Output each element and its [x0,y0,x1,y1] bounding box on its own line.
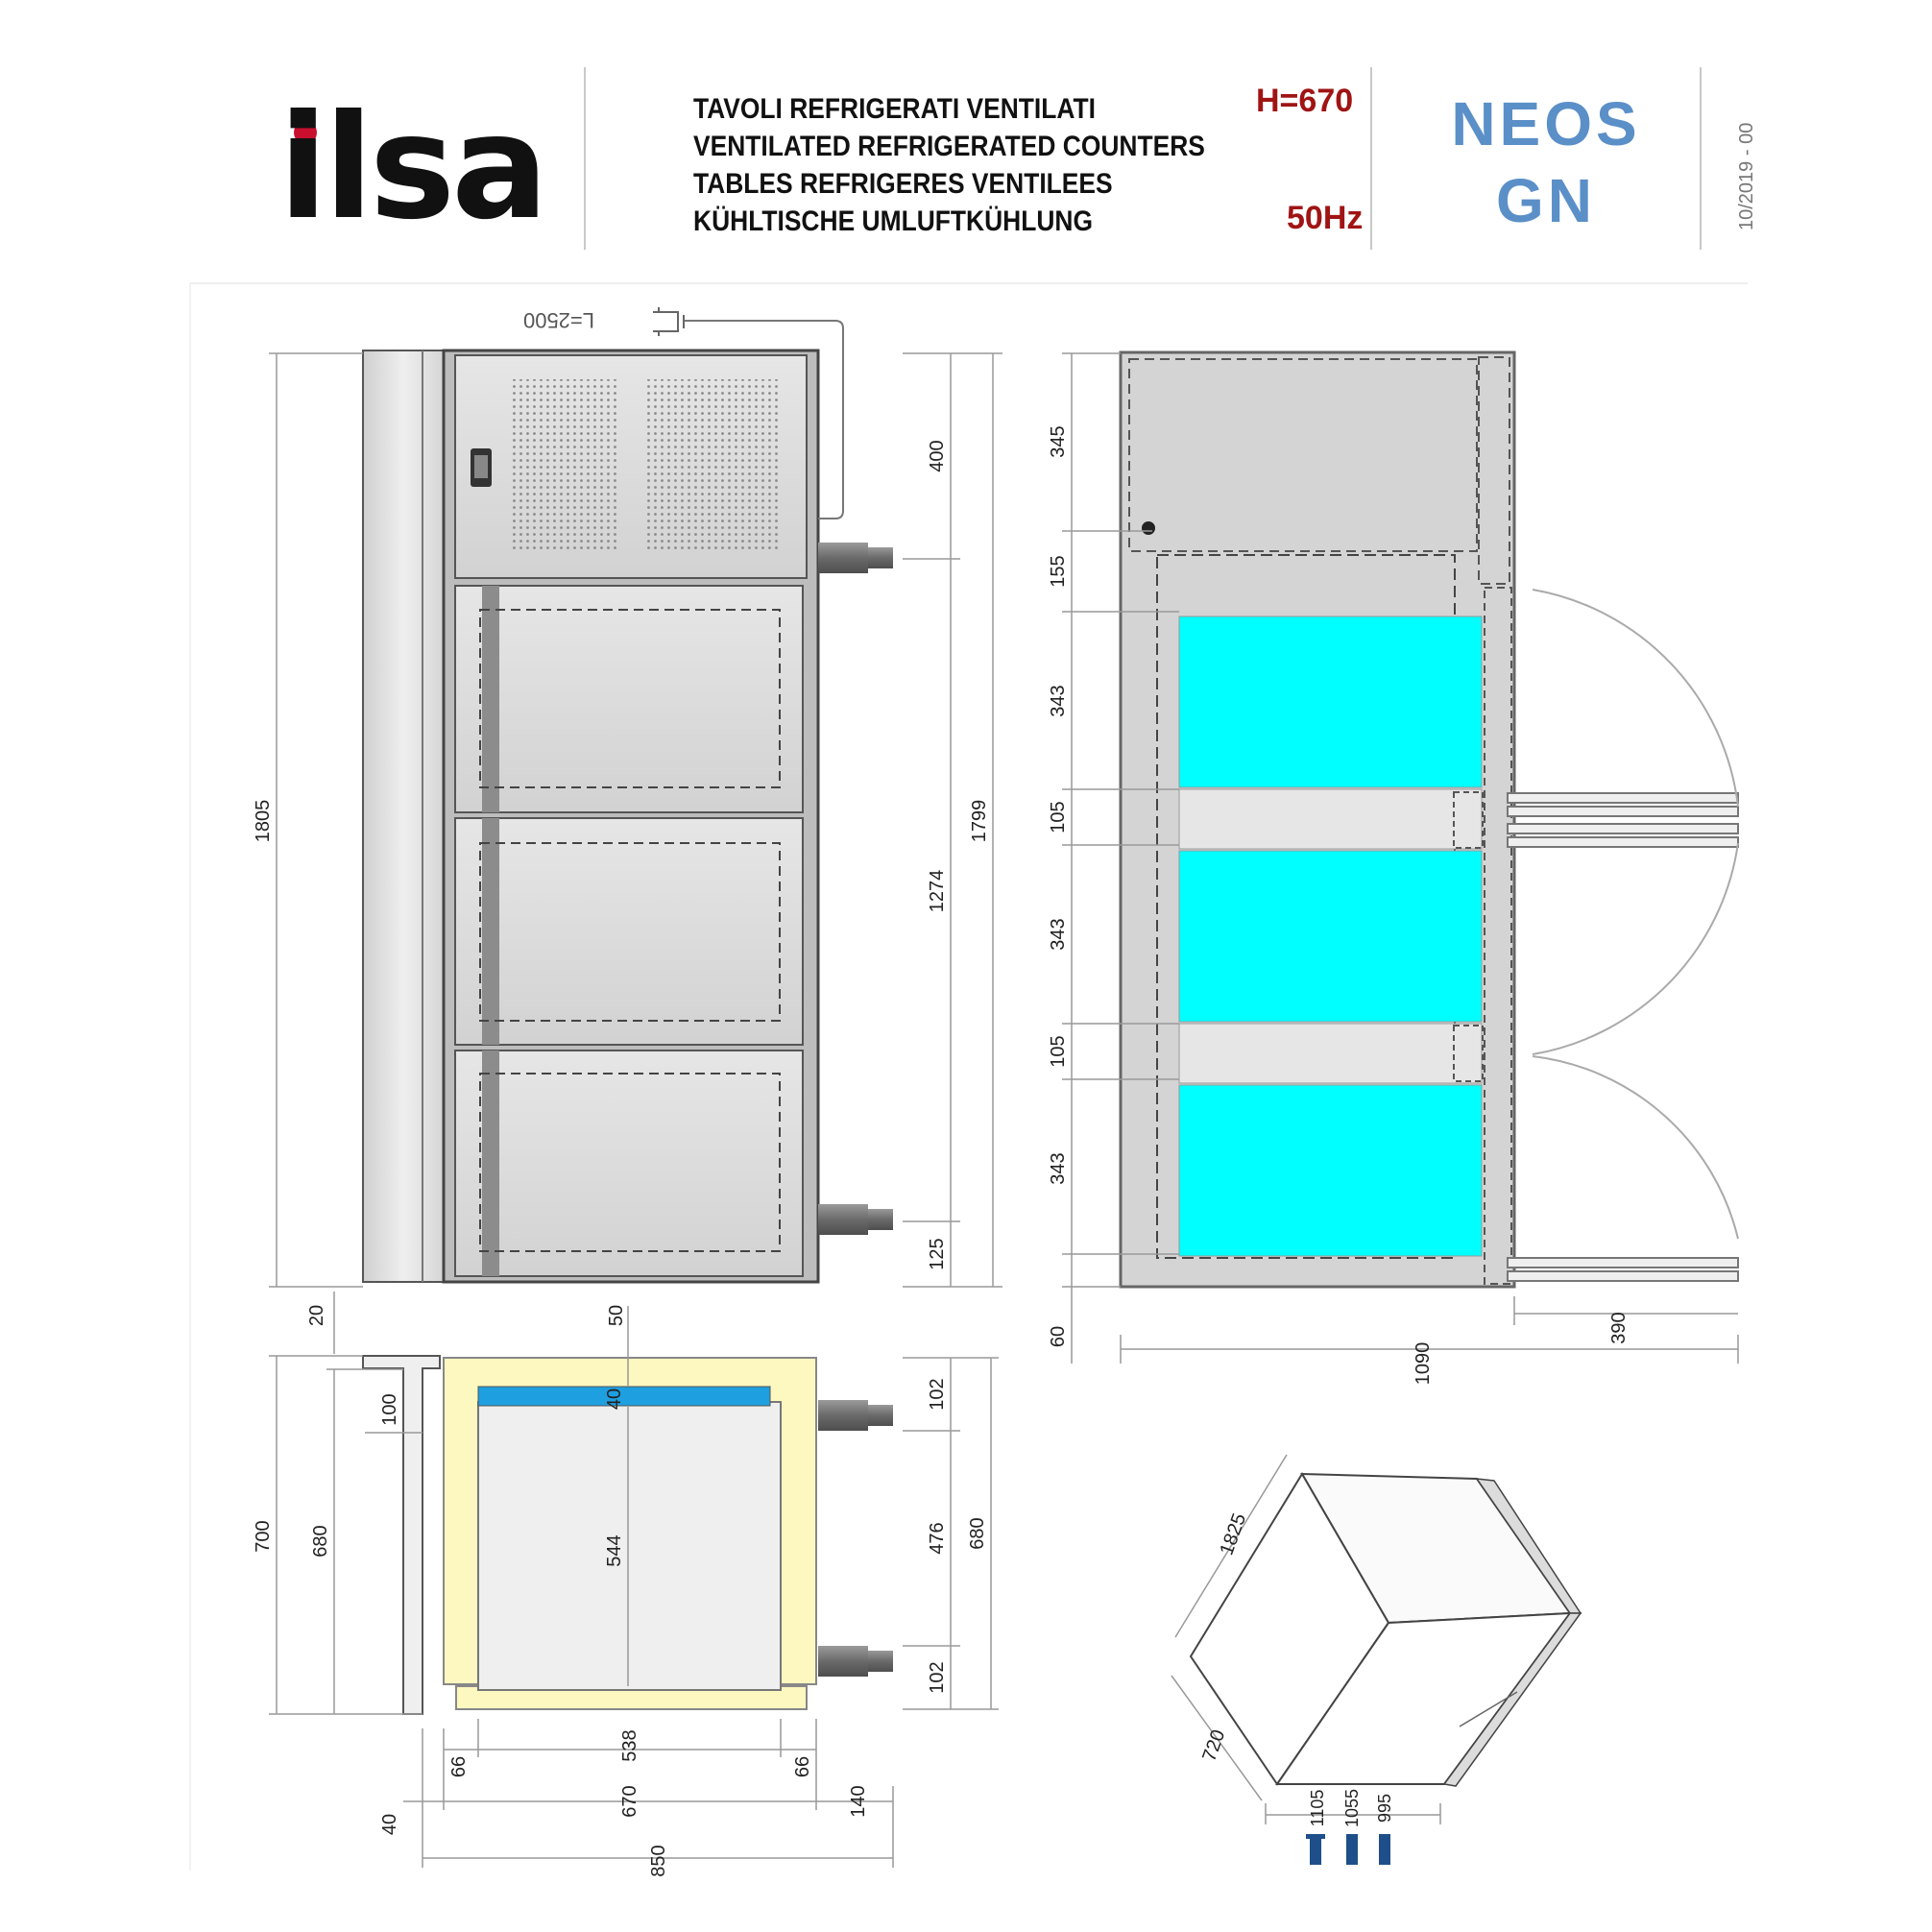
dim-bottom: 60 [1048,1326,1069,1347]
title-de: KÜHLTISCHE UMLUFTKÜHLUNG [693,205,1094,237]
dim-body-depth: 680 [310,1525,331,1557]
pipe-fitting [818,1646,868,1677]
dim-pipe-top: 102 [927,1378,948,1410]
drawer [1178,1084,1483,1257]
brand-logo: ilsa [278,85,548,252]
option-icons [1306,1834,1390,1865]
dim-left-margin: 66 [448,1756,470,1777]
power-cable [684,320,844,519]
dim-shelf: 40 [604,1389,625,1410]
dim-top-unit: 400 [927,440,948,471]
header-divider [1700,67,1702,250]
model-variant: GN [1496,166,1596,235]
dim-total-depth: 700 [253,1520,274,1552]
side-view: 20 50 100 700 680 40 544 102 476 102 680… [253,1292,999,1877]
drawer [1178,850,1483,1023]
option-icon [1379,1834,1390,1865]
dim-pipe-gap: 476 [927,1522,948,1554]
height-spec: H=670 [1256,83,1354,119]
dim-pipe-depth: 140 [848,1785,869,1817]
top-view: 345 155 343 105 343 105 343 60 1090 390 [1048,350,1739,1386]
dim-top-gap: 155 [1048,555,1069,587]
front-view: L=2500 1805 400 1274 125 1799 [253,307,1002,1288]
drawer [1178,616,1483,788]
product-titles: TAVOLI REFRIGERATI VENTILATI VENTILATED … [693,90,1205,240]
dim-cavity: 544 [604,1534,625,1566]
dim-iso-width-2: 1055 [1342,1789,1362,1827]
pipe-fitting [818,1400,868,1431]
dim-drawer: 343 [1048,918,1069,950]
door [454,817,804,1046]
frequency-spec: 50Hz [1287,200,1364,236]
dim-drawer: 343 [1048,1152,1069,1184]
pipe-fitting [818,543,868,573]
side-ledge [362,1355,441,1715]
title-fr: TABLES REFRIGERES VENTILEES [693,168,1113,200]
dim-top-section: 345 [1048,425,1069,457]
dim-bottom-gap: 125 [927,1238,948,1269]
dim-back-ledge: 40 [379,1814,400,1835]
lock-icon [1142,521,1155,535]
dim-back-gap: 50 [606,1305,627,1326]
vent-grille [512,379,617,552]
dim-overall: 850 [648,1845,669,1876]
dim-width: 1090 [1413,1342,1434,1386]
title-en: VENTILATED REFRIGERATED COUNTERS [693,131,1205,162]
iso-view: 1825 720 1105 1055 995 [1171,1454,1582,1865]
dim-divider: 105 [1048,1035,1069,1067]
vent-grille [645,379,780,552]
dim-iso-height: 1825 [1216,1510,1250,1558]
top-shelf [477,1386,771,1407]
logo-dot [294,121,317,144]
dim-iso-width-3: 995 [1375,1794,1394,1823]
dim-total-height: 1805 [253,800,274,843]
plug-icon [653,307,685,336]
dim-inner-width: 538 [619,1729,640,1761]
door [454,1050,804,1277]
door [454,585,804,813]
dim-compartment: 1274 [927,870,948,913]
title-it: TAVOLI REFRIGERATI VENTILATI [693,93,1096,125]
front-side-panel [362,350,445,1283]
inner-cavity [477,1401,782,1691]
cable-length-label: L=2500 [523,308,594,332]
header-divider [1370,67,1372,250]
dim-right-margin: 66 [792,1756,813,1777]
dim-drawer: 343 [1048,685,1069,716]
option-icon [1310,1834,1321,1865]
dim-body-width: 670 [619,1785,640,1817]
pipe-fitting [818,1204,868,1235]
dim-iso-depth: 720 [1198,1727,1229,1765]
header-divider [584,67,586,250]
dim-right-total: 680 [967,1517,988,1549]
dim-ledge: 100 [379,1393,400,1425]
option-icon [1346,1834,1358,1865]
dim-top-offset: 20 [306,1305,327,1326]
dim-pipe-bottom: 102 [927,1661,948,1693]
dim-inner-height: 1799 [969,800,990,843]
dim-drawer-extension: 390 [1608,1312,1630,1343]
dim-divider: 105 [1048,801,1069,833]
dim-iso-width-1: 1105 [1308,1790,1327,1827]
model-name: NEOS [1451,89,1641,158]
